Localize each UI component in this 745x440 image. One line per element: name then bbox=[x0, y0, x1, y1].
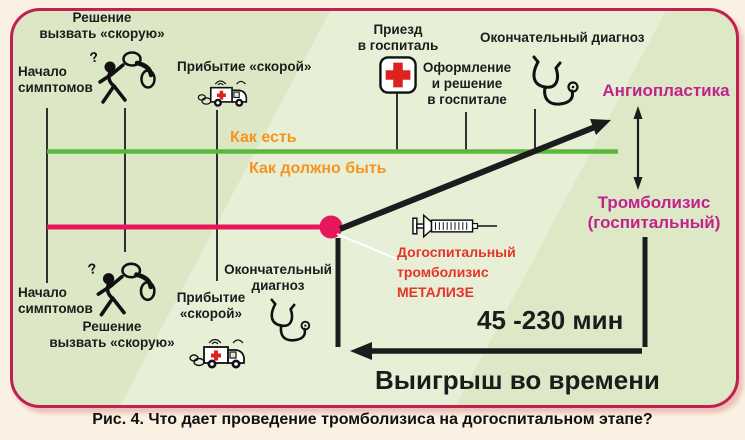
figure-caption: Рис. 4. Что дает проведение тромболизиса… bbox=[92, 411, 653, 428]
stethoscope-icon bbox=[532, 55, 579, 106]
syringe-icon bbox=[412, 213, 498, 239]
as-is-label: Как есть bbox=[230, 129, 297, 146]
stethoscope-icon bbox=[270, 298, 311, 342]
bottom-call-decision-label: Решение вызвать «скорую» bbox=[49, 319, 175, 350]
angioplasty-label: Ангиопластика bbox=[602, 81, 730, 100]
time-gain-label: Выигрыш во времени bbox=[375, 365, 660, 395]
time-range-label: 45 -230 мин bbox=[477, 305, 624, 335]
hospital-thrombolysis-label: Тромболизис (госпитальный) bbox=[587, 193, 721, 232]
red-cross-icon bbox=[379, 56, 417, 94]
bottom-symptom-onset-label: Начало симптомов bbox=[18, 285, 93, 316]
hospital-admission-label: Оформление и решение в госпитале bbox=[422, 60, 512, 107]
bottom-ambulance-arrival-label: Прибытие «скорой» bbox=[176, 290, 246, 321]
prehospital-thrombolysis-label: Догоспитальный тромболизис МЕТАЛИЗЕ bbox=[397, 244, 516, 300]
hospital-arrival-label: Приезд в госпиталь bbox=[357, 22, 439, 53]
bottom-final-diagnosis-label: Окончательный диагноз bbox=[224, 262, 332, 293]
svg-text:?: ? bbox=[87, 261, 99, 278]
top-final-diagnosis-label: Окончательный диагноз bbox=[480, 30, 645, 45]
top-symptom-onset-label: Начало симптомов bbox=[18, 64, 93, 95]
svg-text:?: ? bbox=[88, 48, 100, 65]
should-be-label: Как должно быть bbox=[249, 160, 387, 177]
ambulance-icon bbox=[189, 338, 245, 369]
person-calling-icon: ? bbox=[88, 48, 156, 104]
ambulance-icon bbox=[197, 80, 248, 107]
person-calling-icon: ? bbox=[87, 261, 156, 317]
top-call-decision-label: Решение вызвать «скорую» bbox=[39, 10, 165, 41]
top-ambulance-arrival-label: Прибытие «скорой» bbox=[177, 59, 312, 74]
